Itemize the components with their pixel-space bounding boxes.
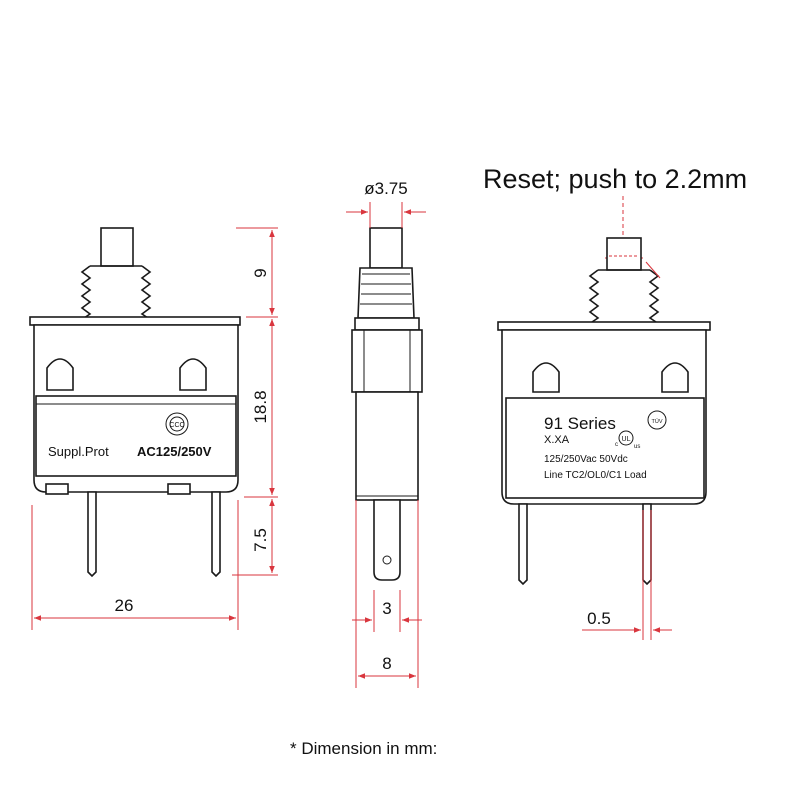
ccc-mark-text: CCC <box>169 422 184 429</box>
reset-button-back <box>606 237 642 271</box>
dimension-footnote: * Dimension in mm: <box>290 739 437 758</box>
mounting-flange-front <box>29 316 241 326</box>
front-brand-label: Suppl.Prot <box>48 444 109 459</box>
back-label-plate <box>505 397 705 499</box>
side-view <box>351 227 423 581</box>
threaded-stem-front-right <box>140 265 152 319</box>
dim-pin-thickness: 0.5 <box>587 609 611 628</box>
front-rating-label: AC125/250V <box>137 444 212 459</box>
ul-mark-us: us <box>634 444 640 450</box>
mount-lug-left <box>46 358 74 391</box>
dim-button-height: 9 <box>251 268 270 277</box>
ul-mark-text: UL <box>622 436 631 443</box>
dim-pin-width: 3 <box>382 599 391 618</box>
housing-side <box>355 391 419 501</box>
reset-button-side <box>369 227 403 269</box>
ul-mark-c: c <box>615 442 618 448</box>
front-label-plate <box>35 395 237 477</box>
dim-pin-length: 7.5 <box>251 528 270 552</box>
terminal-pin-left <box>87 491 97 578</box>
threaded-stem-front-left <box>80 265 92 319</box>
pin-hole <box>382 555 392 565</box>
back-view: Reset; push to 2.2mm 91 Series TÜV X.XA … <box>483 164 747 586</box>
dim-body-height: 18.8 <box>251 390 270 423</box>
flange-side <box>354 317 420 331</box>
back-dimensions: 0.5 <box>582 510 672 640</box>
tuv-mark-icon <box>647 410 667 430</box>
side-dimensions: ø3.75 3 8 <box>346 179 426 688</box>
terminal-pin-right <box>211 491 221 578</box>
reset-note: Reset; push to 2.2mm <box>483 164 747 194</box>
terminal-pin-side <box>373 499 401 581</box>
tuv-mark-text: TÜV <box>652 418 663 425</box>
front-dimensions: 9 18.8 7.5 26 <box>31 227 278 630</box>
upper-body-side <box>351 329 423 393</box>
terminal-pin-back-left <box>518 503 528 586</box>
terminal-pin-back-right <box>642 503 652 586</box>
front-view: CCC Suppl.Prot AC125/250V <box>29 227 241 578</box>
mount-lug-right <box>179 358 207 391</box>
back-current-label: X.XA <box>544 434 570 446</box>
mounting-flange-back <box>497 321 711 331</box>
ul-mark-icon <box>618 430 634 446</box>
back-voltage-label: 125/250Vac 50Vdc <box>544 454 628 465</box>
dim-depth: 8 <box>382 654 391 673</box>
threaded-stem-side <box>357 267 415 319</box>
reset-button-front <box>100 227 134 267</box>
back-series-label: 91 Series <box>544 414 616 433</box>
dim-diameter: ø3.75 <box>364 179 407 198</box>
back-wiring-label: Line TC2/OL0/C1 Load <box>544 470 647 481</box>
dim-width: 26 <box>115 596 134 615</box>
ccc-mark-icon <box>165 412 189 436</box>
